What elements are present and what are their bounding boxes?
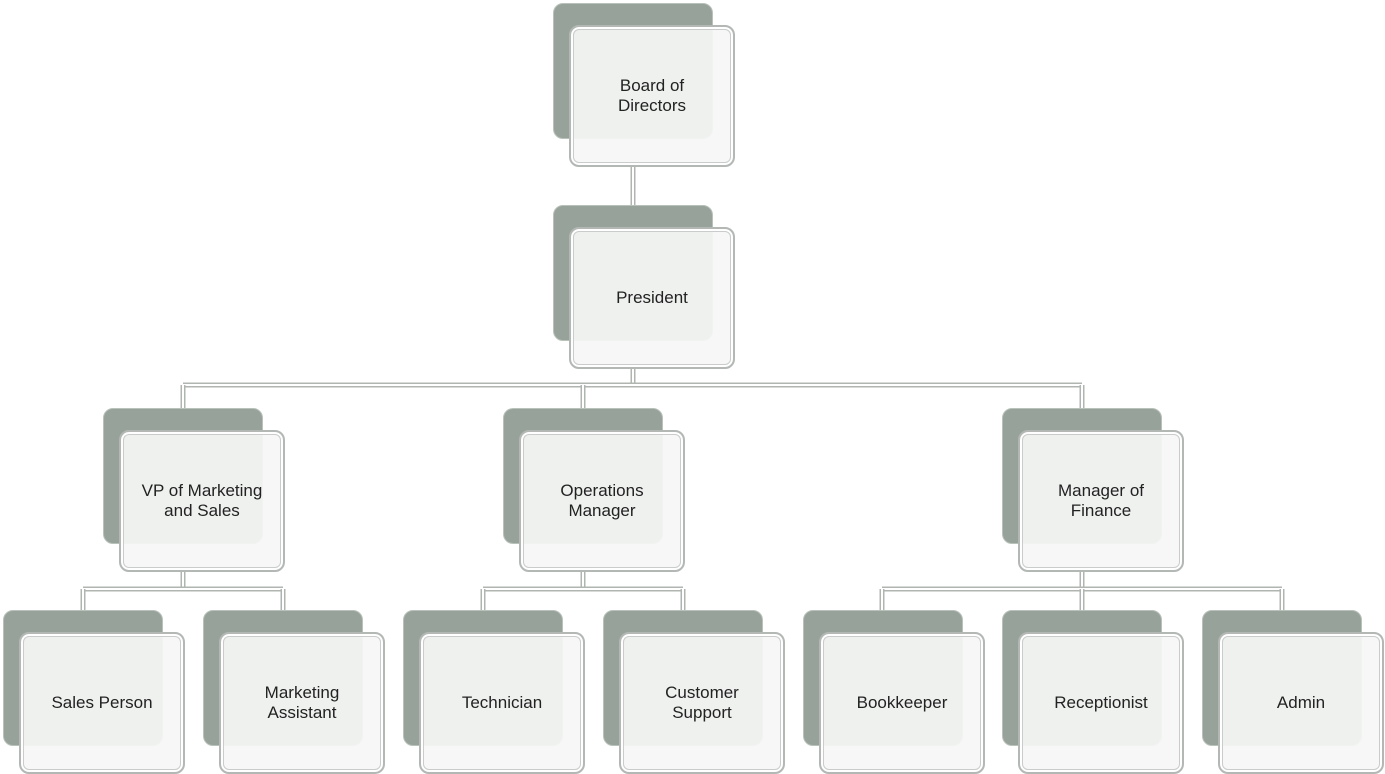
node-label: VP of Marketing and Sales xyxy=(141,481,263,520)
node-label: Marketing Assistant xyxy=(264,683,340,722)
node-receptionist: Receptionist xyxy=(1002,610,1184,774)
node-box: Technician xyxy=(419,632,585,774)
node-label: Manager of Finance xyxy=(1058,481,1144,520)
node-label: Receptionist xyxy=(1054,693,1148,712)
node-box: Sales Person xyxy=(19,632,185,774)
node-box: President xyxy=(569,227,735,369)
node-label: Sales Person xyxy=(51,693,153,712)
node-box: VP of Marketing and Sales xyxy=(119,430,285,572)
node-box: Manager of Finance xyxy=(1018,430,1184,572)
node-box: Board of Directors xyxy=(569,25,735,167)
node-label: Board of Directors xyxy=(617,76,686,115)
node-operations-manager: Operations Manager xyxy=(503,408,685,572)
node-box: Bookkeeper xyxy=(819,632,985,774)
node-marketing-assistant: Marketing Assistant xyxy=(203,610,385,774)
node-admin: Admin xyxy=(1202,610,1384,774)
node-vp-marketing-sales: VP of Marketing and Sales xyxy=(103,408,285,572)
node-bookkeeper: Bookkeeper xyxy=(803,610,985,774)
node-label: Bookkeeper xyxy=(856,693,948,712)
node-president: President xyxy=(553,205,735,369)
node-technician: Technician xyxy=(403,610,585,774)
node-box: Receptionist xyxy=(1018,632,1184,774)
node-box: Customer Support xyxy=(619,632,785,774)
node-manager-of-finance: Manager of Finance xyxy=(1002,408,1184,572)
node-label: Operations Manager xyxy=(560,481,644,520)
node-box: Marketing Assistant xyxy=(219,632,385,774)
node-board-of-directors: Board of Directors xyxy=(553,3,735,167)
node-label: Customer Support xyxy=(665,683,739,722)
node-sales-person: Sales Person xyxy=(3,610,185,774)
node-box: Admin xyxy=(1218,632,1384,774)
node-label: Admin xyxy=(1276,693,1326,712)
node-label: Technician xyxy=(461,693,543,712)
node-customer-support: Customer Support xyxy=(603,610,785,774)
node-box: Operations Manager xyxy=(519,430,685,572)
node-label: President xyxy=(616,288,688,307)
